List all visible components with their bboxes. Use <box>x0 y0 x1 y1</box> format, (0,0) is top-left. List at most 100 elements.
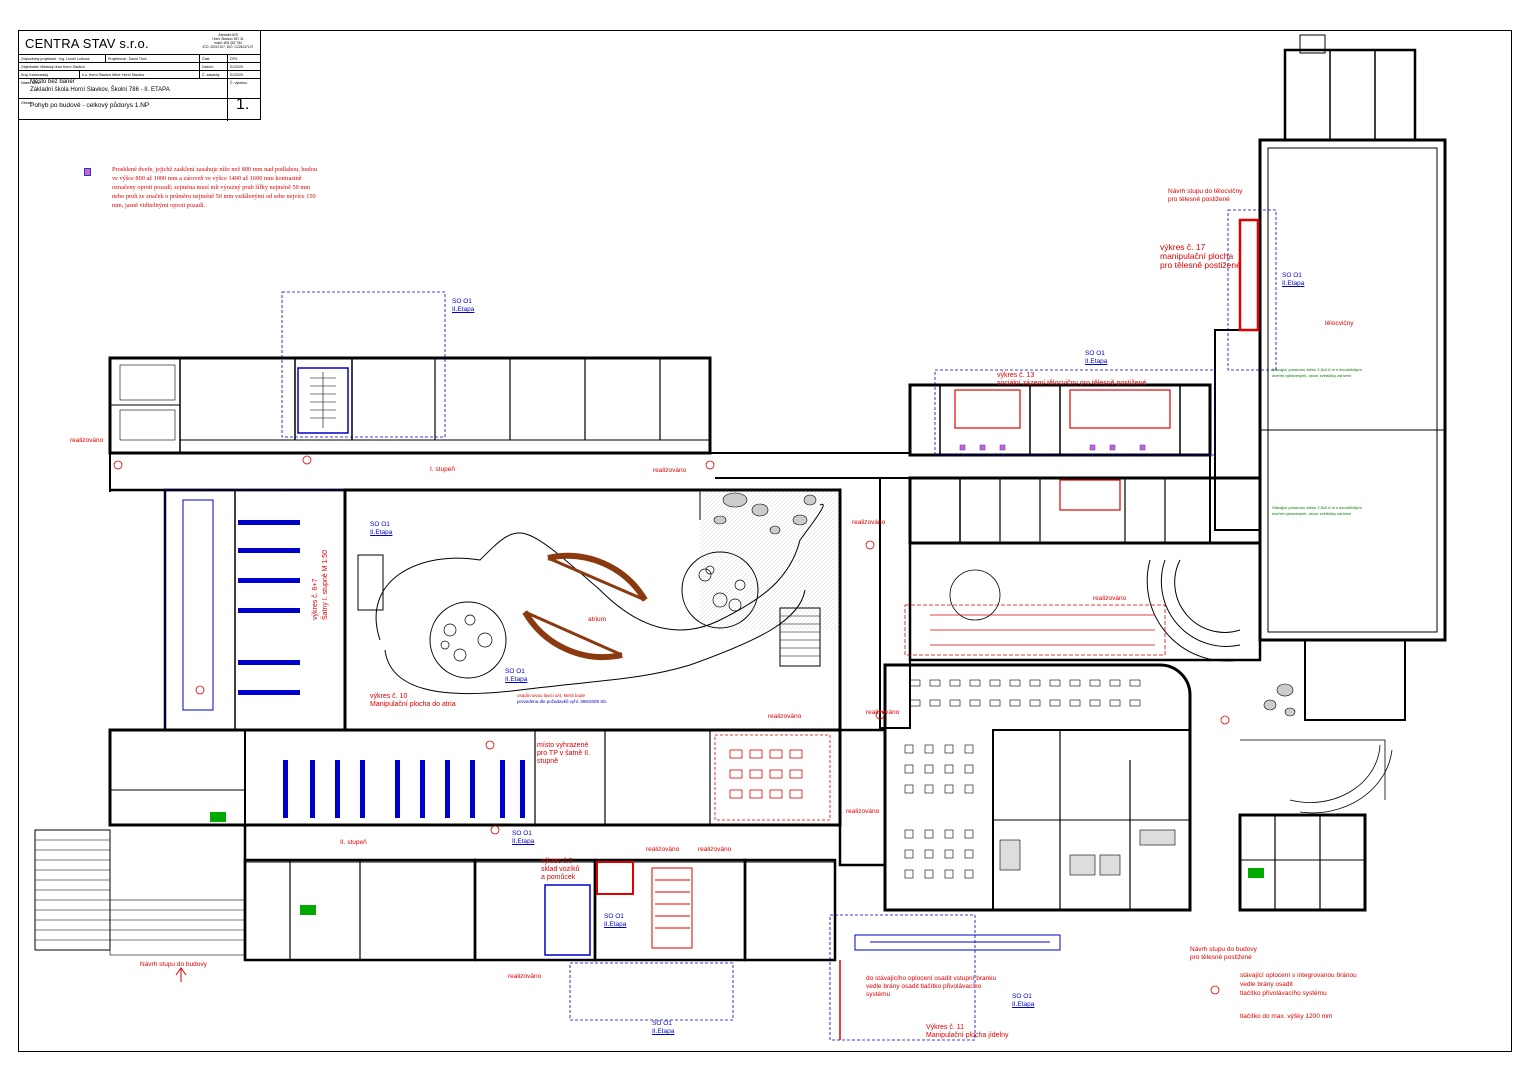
label-oploceni-sub: tlačítko přivolávacího systému <box>1240 990 1327 997</box>
title-row-drawing: Obsah: <box>19 98 260 121</box>
label-navrh-hlavni: Návrh stupu do budovy <box>140 961 207 968</box>
atrium-stairs <box>357 554 821 667</box>
company-name: CENTRA STAV s.r.o. <box>25 36 149 51</box>
green-marker <box>210 812 226 822</box>
atrium-circle-left <box>429 601 507 679</box>
lockers-west <box>238 520 300 695</box>
sheet-border <box>18 30 1512 1052</box>
label-etapa: II.Etapa <box>512 838 535 845</box>
stair-sw <box>34 829 246 956</box>
label-vykres-11-sub: Manipulační plocha jídelny <box>926 1032 1009 1039</box>
title-row: Objednatel: Městský úřad Horní Slavkov D… <box>19 62 260 71</box>
label-so01: SO O1 <box>1012 993 1032 1000</box>
kitchen-equipment <box>999 829 1176 876</box>
label-so01: SO O1 <box>452 298 472 305</box>
se-yard <box>1240 739 1393 814</box>
title-block: CENTRA STAV s.r.o. Zahradní 629 Horní Sl… <box>18 30 261 121</box>
title-row-value: 01/2020 <box>227 63 260 71</box>
label-vykres-10: výkres č. 10 <box>370 693 408 700</box>
label-osadit-sub: provedena dle požadavků vyhl. 398/2009 S… <box>517 699 608 704</box>
court-area <box>908 541 1262 662</box>
drawing-title: Pohyb po budově - celkový půdorys 1.NP <box>30 102 150 109</box>
label-so01: SO O1 <box>505 668 525 675</box>
title-row-project: Název akce: Č. výkresu <box>19 78 260 99</box>
company-address: Zahradní 629 Horní Slavkov 357 31 mobil:… <box>197 33 259 49</box>
label-vstup-sub: vedle brány osadit tlačítko přivolávacíh… <box>866 983 982 990</box>
atrium-rocks <box>713 492 817 535</box>
label-so01: SO O1 <box>604 913 624 920</box>
general-note: Prosklené dveře, jejichž zasklení zasahu… <box>112 166 318 209</box>
se-rocks <box>1263 683 1296 717</box>
label-realizovano: realizováno <box>646 846 680 853</box>
label-misto: místo vyhrazené <box>537 742 589 749</box>
label-oploceni: stávající oplocení s integrovanou bránou <box>1240 972 1357 979</box>
label-vykres-5-sub: a pomůcek <box>541 874 576 881</box>
label-realizovano: realizováno <box>653 467 687 474</box>
info-boxes <box>281 291 1216 1021</box>
atrium-seating-top <box>547 552 648 602</box>
project-subname: Základní škola Horní Slavkov, Školní 786… <box>30 87 170 93</box>
label-realizovano: realizováno <box>508 973 542 980</box>
label-etapa: II.Etapa <box>370 529 393 536</box>
stair-nw <box>297 367 349 434</box>
label-realizovano: realizováno <box>768 713 802 720</box>
address-line: mobil: 605 452 784 <box>213 41 243 45</box>
title-row-label: Kraj: Karlovarský <box>21 73 49 77</box>
dining-tables <box>904 679 1141 879</box>
label-etapa: II.Etapa <box>1282 280 1305 287</box>
entrance-arrow-icon <box>175 967 187 982</box>
nw-wing <box>108 356 712 455</box>
label-vykres-5-sub: sklad vozíků <box>541 866 580 873</box>
project-name: Město bez bariér <box>30 79 75 85</box>
atrium-path <box>375 503 824 641</box>
title-row-key: Datum: <box>199 63 227 71</box>
atrium-circle-right <box>681 551 759 629</box>
label-vykres-5: výkres č.5 <box>541 858 573 865</box>
label-stupen-1: I. stupeň <box>430 466 455 473</box>
label-so01: SO O1 <box>370 521 390 528</box>
lockers-sw <box>283 760 525 818</box>
title-row-key: Č. zakázky <box>199 71 227 79</box>
title-row-mid: k.ú. Horní Slavkov Měst: Horní Slavkov <box>79 71 199 79</box>
label-so01: SO O1 <box>1282 272 1302 279</box>
title-row-key: Část <box>199 55 227 63</box>
title-row-mid: Projektoval : David Tkoč <box>105 55 199 63</box>
field-label: Obsah: <box>21 101 33 105</box>
title-row: Kraj: Karlovarský k.ú. Horní Slavkov Měs… <box>19 70 260 79</box>
title-row-label: Odpovědný projektant : Ing. Lionel Lorko… <box>21 57 90 61</box>
label-so01: SO O1 <box>512 830 532 837</box>
title-row-value: DPS <box>227 55 260 63</box>
drawing-number: 1. <box>236 96 250 113</box>
label-etapa: II.Etapa <box>652 1028 675 1035</box>
label-osadit: osadit novou lavici a/4, která bude <box>517 693 586 698</box>
label-vykres-17-sub: pro tělesně postižené <box>1160 260 1241 270</box>
dining-hall <box>883 663 1192 912</box>
green-marker-se <box>1248 868 1264 878</box>
label-etapa: II.Etapa <box>1012 1001 1035 1008</box>
se-building <box>1238 813 1367 912</box>
label-stupen-2: II. stupeň <box>340 839 367 846</box>
label-vykres-17-sub: manipulační plocha <box>1160 251 1234 261</box>
label-so01: SO O1 <box>652 1020 672 1027</box>
accessibility-markers <box>113 455 1230 995</box>
label-vykres-11: Výkres č. 11 <box>926 1024 964 1031</box>
dining-ramp <box>829 914 1061 1041</box>
gym-social-wing <box>908 383 1262 545</box>
label-misto-sub: pro TP v šatně II. <box>537 750 591 757</box>
social-red-rooms <box>954 389 1171 511</box>
storage-zone-red <box>544 861 693 956</box>
label-etapa: II.Etapa <box>604 921 627 928</box>
label-prostor-2-sub: dveřmi vybavenými, obvor zvětšit/ky zaří… <box>1272 511 1352 516</box>
central-link <box>838 477 911 867</box>
label-realizovano: realizováno <box>1093 595 1127 602</box>
label-etapa: II.Etapa <box>505 676 528 683</box>
label-telocvicny: tělocvičny <box>1325 320 1354 327</box>
red-classroom <box>714 734 831 821</box>
address-line: Horní Slavkov 357 31 <box>212 37 244 41</box>
atrium-seating-bottom <box>522 610 623 660</box>
field-label: Č. výkresu <box>227 79 260 99</box>
sw-wing <box>108 728 842 962</box>
drawing-number-cell <box>227 99 260 121</box>
label-tlacitko: tlačítko do max. výšky 1200 mm <box>1240 1013 1333 1020</box>
